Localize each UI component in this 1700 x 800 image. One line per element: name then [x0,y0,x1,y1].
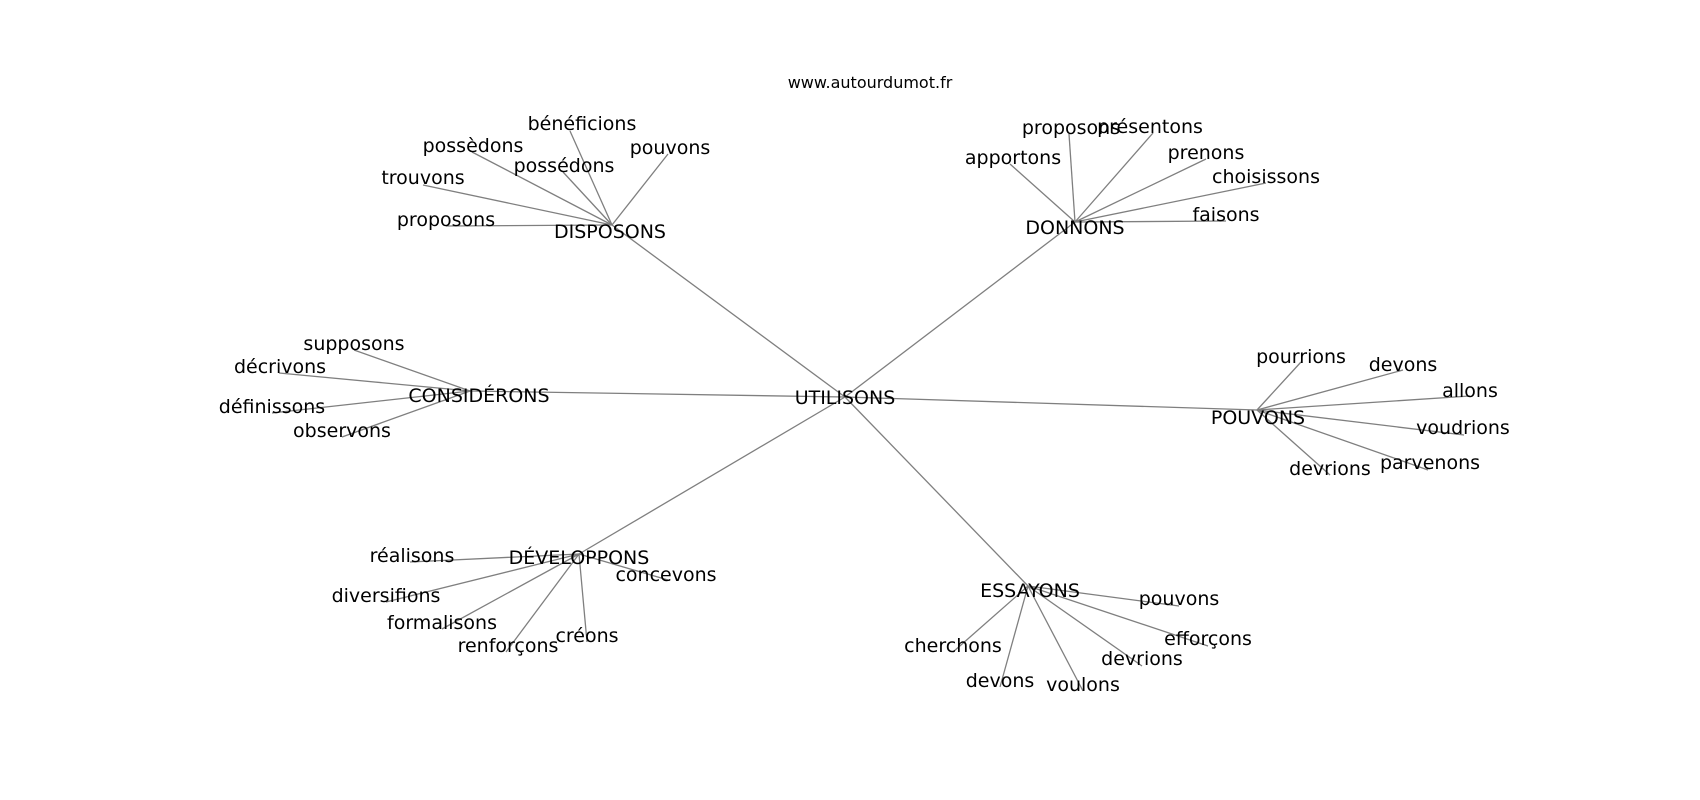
child-node-label: supposons [303,333,404,355]
edge-group-to-child [569,130,613,226]
edge-center-to-group [611,224,846,398]
child-node-label: possèdons [423,135,524,157]
edge-group-to-child [505,553,580,653]
group-node-label: DÉVELOPPONS [509,546,650,569]
group-node-label: POUVONS [1211,407,1305,429]
child-node-label: proposons [397,209,495,231]
edge-group-to-child [1074,182,1267,223]
child-node-label: cherchons [904,635,1002,657]
child-node-label: trouvons [381,167,464,189]
child-node-label: renforçons [458,635,559,657]
edge-group-to-child [471,151,613,226]
center-node-label: UTILISONS [795,387,896,409]
edge-group-to-child [271,390,471,414]
child-node-label: efforçons [1164,628,1252,650]
edge-group-to-child [578,553,669,581]
edge-group-to-child [1074,132,1154,223]
edge-group-to-child [611,153,669,226]
child-node-label: pouvons [1139,588,1220,610]
edge-center-to-group [578,396,846,555]
child-node-label: proposons [1022,117,1120,139]
group-node-label: ESSAYONS [980,580,1080,602]
edge-group-to-child [341,390,471,438]
child-node-label: réalisons [370,545,455,567]
edge-group-to-child [1256,361,1302,411]
child-node-label: bénéficions [528,113,637,135]
child-node-label: concevons [615,564,716,586]
child-node-label: définissons [219,396,325,418]
edge-group-to-child [422,184,613,226]
child-node-label: voulons [1046,674,1120,696]
edge-group-to-child [409,553,580,563]
child-node-label: présentons [1097,116,1203,138]
edge-group-to-child [1256,409,1465,436]
edge-group-to-child [562,171,613,226]
child-node-label: formalisons [387,612,497,634]
child-node-label: pouvons [630,137,711,159]
source-label: www.autourdumot.fr [788,73,953,92]
edge-center-to-group [844,221,1076,398]
child-node-label: décrivons [234,356,326,378]
edge-group-to-child [952,585,1029,653]
edge-center-to-group [844,396,1029,587]
group-node-label: DONNONS [1025,217,1124,239]
child-node-label: devrions [1101,648,1183,670]
child-node-label: faisons [1192,204,1259,226]
group-node-label: CONSIDÉRONS [408,384,549,407]
edge-group-to-child [1009,163,1076,223]
child-node-label: pourrions [1256,346,1346,368]
edge-group-to-child [1074,220,1227,223]
edge-group-to-child [1256,395,1471,411]
child-node-label: devons [1369,354,1438,376]
child-node-label: diversifions [332,585,441,607]
edge-group-to-child [1256,409,1331,476]
edge-group-to-child [1027,585,1180,607]
child-node-label: apportons [965,147,1061,169]
edge-group-to-child [1074,158,1207,223]
child-node-label: allons [1442,380,1498,402]
edges-layer [271,130,1471,692]
child-node-label: voudrions [1416,417,1510,439]
edge-center-to-group [844,396,1258,411]
labels-layer: www.autourdumot.fr UTILISONS bénéficions… [219,73,1510,696]
edge-group-to-child [385,553,580,603]
child-node-label: parvenons [1380,452,1480,474]
edge-group-to-child [1027,585,1084,692]
edge-group-to-child [1027,585,1209,647]
child-node-label: prenons [1168,142,1245,164]
child-node-label: créons [555,625,618,647]
edge-group-to-child [278,372,471,392]
child-node-label: choisissons [1212,166,1320,188]
edge-group-to-child [441,553,580,630]
child-node-label: observons [293,420,391,442]
group-node-label: DISPOSONS [554,221,666,243]
edge-group-to-child [353,349,471,392]
edge-group-to-child [445,224,613,227]
edge-group-to-child [1256,409,1429,471]
edge-group-to-child [1256,369,1404,411]
edge-group-to-child [578,553,588,643]
edge-group-to-child [999,585,1029,688]
edge-group-to-child [1027,585,1143,667]
child-node-label: devrions [1289,458,1371,480]
child-node-label: possédons [514,155,615,177]
edge-center-to-group [469,390,846,398]
edge-group-to-child [1068,133,1076,223]
child-node-label: devons [966,670,1035,692]
